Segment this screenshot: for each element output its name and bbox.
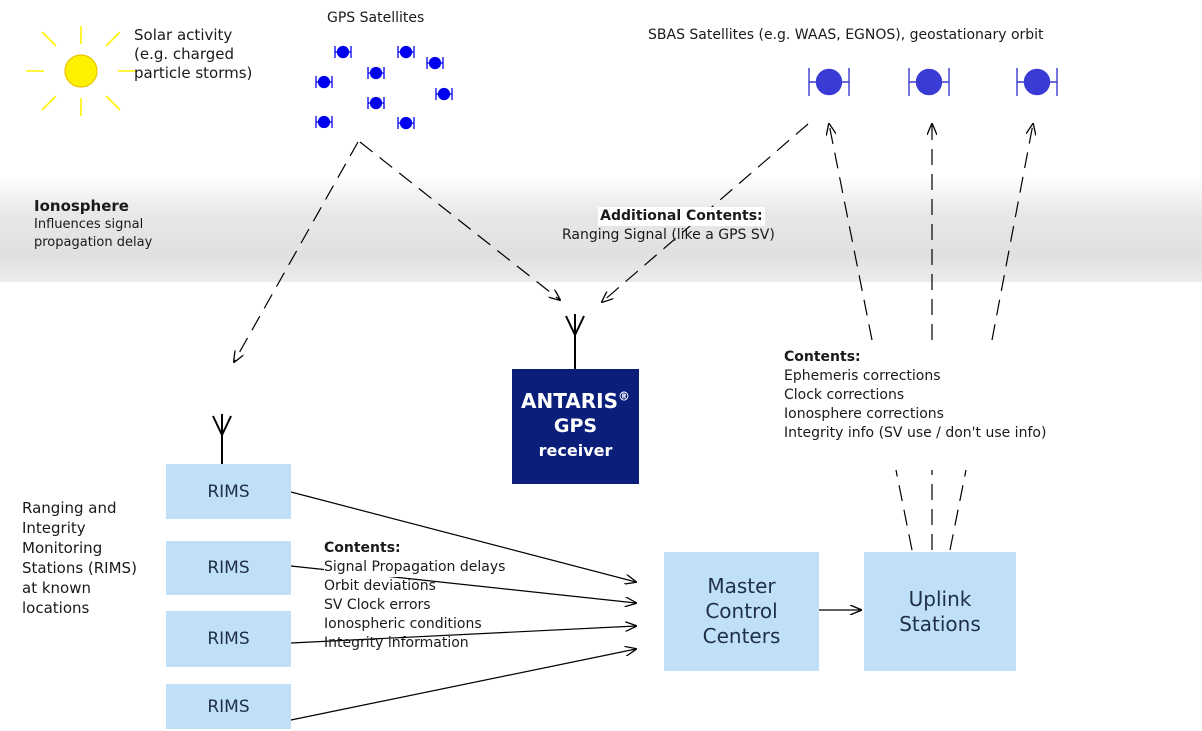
- rims-antenna-icon: [212, 414, 232, 464]
- gps-satellites-label: GPS Satellites: [327, 10, 425, 26]
- list-item: Ionospheric conditions: [324, 616, 482, 632]
- sbas-satellite-icon: [808, 68, 850, 96]
- rims-box: RIMS: [166, 464, 291, 519]
- sbas-satellites: [808, 68, 1058, 96]
- rims-contents-list: Contents: Signal Propagation delays Orbi…: [324, 540, 506, 651]
- receiver-subtitle: receiver: [538, 441, 613, 460]
- ionosphere-label: Ionosphere Influences signal propagation…: [34, 197, 153, 250]
- satellite-icon: [334, 45, 352, 59]
- satellite-icon: [367, 66, 385, 80]
- rims-description: Ranging and Integrity Monitoring Station…: [22, 499, 137, 617]
- sbas-satellite-icon: [1016, 68, 1058, 96]
- antaris-gps-receiver: ANTARIS® GPS receiver: [512, 369, 639, 484]
- uplink-dash-lines: [895, 469, 967, 551]
- list-item: Integrity information: [324, 635, 469, 651]
- rims-box: RIMS: [166, 541, 291, 595]
- uplink-contents-list: Contents: Ephemeris corrections Clock co…: [784, 349, 1047, 441]
- master-control-centers-box: Master Control Centers: [664, 552, 819, 671]
- rims-box: RIMS: [166, 684, 291, 729]
- satellite-icon: [367, 96, 385, 110]
- sbas-satellite-icon: [908, 68, 950, 96]
- rims-box: RIMS: [166, 611, 291, 667]
- list-item: SV Clock errors: [324, 597, 431, 613]
- ionosphere-band: [0, 176, 1202, 282]
- satellite-icon: [435, 87, 453, 101]
- additional-contents: Additional Contents: Ranging Signal (lik…: [562, 207, 775, 243]
- list-item: Integrity info (SV use / don't use info): [784, 425, 1047, 441]
- uplink-stations-box: Uplink Stations: [864, 552, 1016, 671]
- receiver-antenna-icon: [565, 314, 585, 369]
- satellite-icon: [426, 56, 444, 70]
- list-item: Clock corrections: [784, 387, 905, 403]
- solar-activity-label: Solar activity (e.g. charged particle st…: [134, 26, 253, 82]
- list-item: Orbit deviations: [324, 578, 436, 594]
- receiver-product: GPS: [553, 415, 598, 437]
- registered-mark: ®: [618, 389, 631, 404]
- list-item: Signal Propagation delays: [324, 558, 506, 577]
- gps-satellites: [315, 45, 453, 130]
- sun-icon: [26, 26, 136, 116]
- satellite-icon: [397, 45, 415, 59]
- satellite-icon: [315, 75, 333, 89]
- satellite-icon: [315, 115, 333, 129]
- receiver-brand: ANTARIS: [520, 389, 619, 413]
- satellite-icon: [397, 116, 415, 130]
- sbas-satellites-label: SBAS Satellites (e.g. WAAS, EGNOS), geos…: [648, 27, 1044, 43]
- list-item: Ionosphere corrections: [784, 406, 944, 422]
- ionosphere-title: Ionosphere: [34, 197, 129, 215]
- list-item: Ephemeris corrections: [784, 368, 941, 384]
